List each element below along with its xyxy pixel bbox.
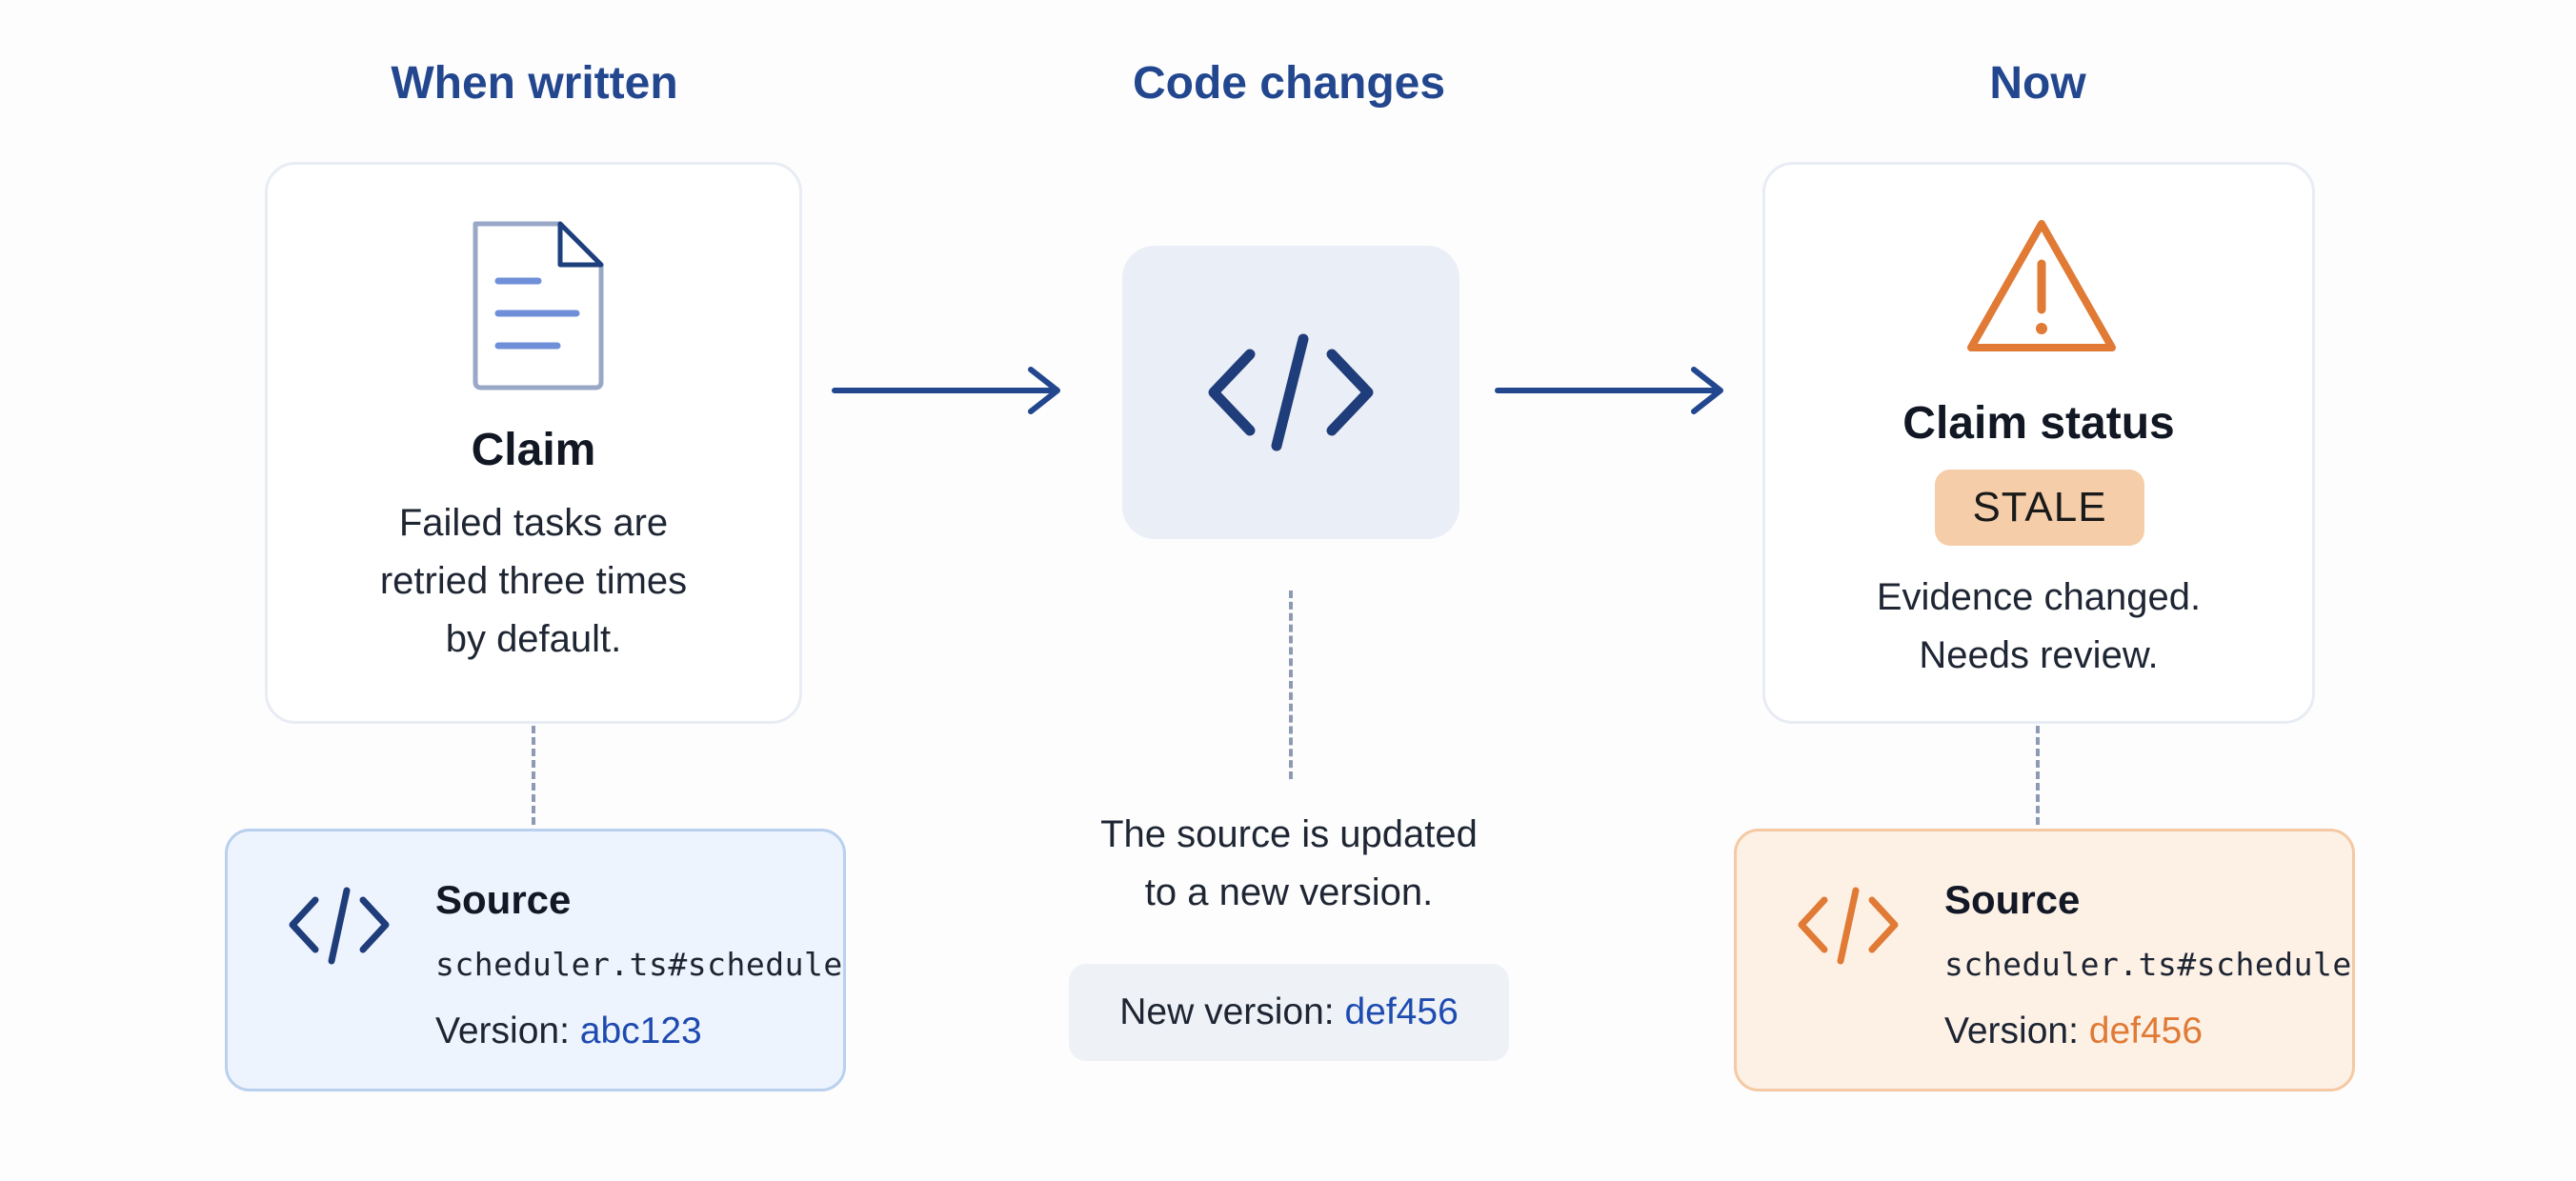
claim-text-line: Failed tasks are [398, 502, 669, 544]
claim-status-text-line: Evidence changed. [1876, 576, 2202, 618]
source-version: Version: def456 [1944, 1011, 2203, 1052]
status-badge: STALE [1935, 470, 2144, 546]
code-icon [1208, 333, 1374, 451]
source-version: Version: abc123 [435, 1011, 702, 1052]
code-changes-card [1122, 246, 1459, 539]
claim-status-text: Evidence changed. Needs review. [1765, 569, 2312, 685]
claim-status-card: Claim status STALE Evidence changed. Nee… [1762, 162, 2315, 724]
version-prefix: Version: [435, 1011, 580, 1051]
claim-text: Failed tasks are retried three times by … [268, 494, 799, 669]
new-version-value: def456 [1344, 991, 1459, 1032]
document-icon [473, 221, 604, 390]
source-label: Source [435, 877, 572, 922]
source-card-after: Source scheduler.ts#schedule Version: de… [1734, 829, 2355, 1091]
claim-title: Claim [471, 425, 596, 475]
column-title-when-written: When written [391, 58, 678, 109]
claim-text-line: retried three times [379, 560, 688, 602]
dashed-connector [532, 726, 535, 825]
dashed-connector [1289, 590, 1293, 779]
code-icon [1798, 887, 1899, 965]
version-value: abc123 [579, 1011, 702, 1051]
claim-status-text-line: Needs review. [1919, 634, 2159, 676]
new-version-prefix: New version: [1119, 991, 1345, 1032]
new-version-pill: New version: def456 [1069, 964, 1509, 1061]
source-path: scheduler.ts#schedule [435, 946, 843, 983]
source-path: scheduler.ts#schedule [1944, 946, 2352, 983]
change-note-line: The source is updated [1100, 813, 1478, 855]
claim-text-line: by default. [445, 618, 622, 660]
column-title-code-changes: Code changes [1132, 58, 1446, 109]
source-card-before: Source scheduler.ts#schedule Version: ab… [225, 829, 846, 1091]
code-icon [289, 887, 390, 965]
warning-icon [1967, 220, 2116, 351]
version-value: def456 [2088, 1011, 2204, 1051]
dashed-connector [2036, 726, 2040, 825]
claim-card: Claim Failed tasks are retried three tim… [265, 162, 802, 724]
version-prefix: Version: [1944, 1011, 2089, 1051]
change-note-text: The source is updated to a new version. [1003, 806, 1575, 922]
arrow-right-icon [1495, 367, 1723, 414]
source-label: Source [1944, 877, 2081, 922]
claim-status-title: Claim status [1902, 398, 2175, 449]
change-note-line: to a new version. [1144, 871, 1434, 913]
arrow-right-icon [832, 367, 1060, 414]
column-title-now: Now [1989, 58, 2086, 109]
